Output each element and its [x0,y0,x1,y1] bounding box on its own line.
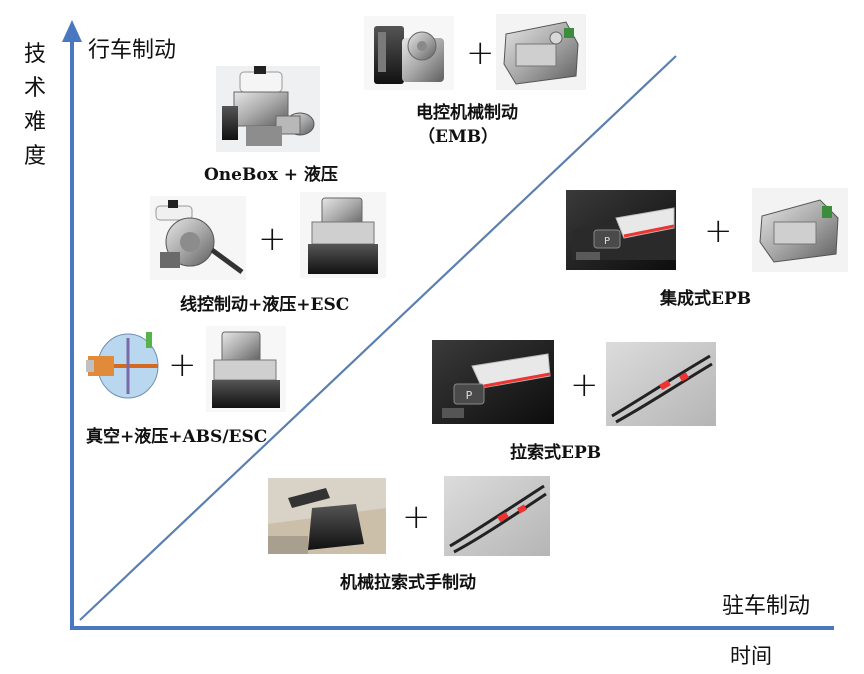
plus-sign: + [168,345,197,385]
cable-epb-label: 拉索式EPB [510,443,602,463]
onebox-unit-image [216,66,320,152]
y-axis-title: 技 术 难 度 [22,38,48,174]
emb-label-abbr: （EMB） [418,127,499,147]
plus-sign: + [258,219,287,259]
service-brake-title: 行车制动 [88,38,177,63]
mechanical-handbrake-label: 机械拉索式手制动 [340,573,476,593]
vacuum-booster-image [84,326,164,406]
brake-by-wire-label: 线控制动+液压+ESC [180,295,350,315]
booster-image [150,196,246,280]
svg-text:P: P [466,389,473,402]
integrated-epb-label: 集成式EPB [660,289,752,309]
x-axis-title: 时间 [730,644,772,668]
epb-caliper-image [752,188,848,272]
emb-caliper-image [496,14,586,90]
emb-label: 电控机械制动 [416,103,518,123]
hand-lever-image [268,478,386,554]
svg-text:P: P [604,236,610,247]
emb-motor-unit-image [364,16,454,90]
plus-sign: + [402,497,431,537]
epb-switch-image: P [566,190,676,270]
y-axis-title-char: 技 [23,42,46,67]
y-axis-title-char: 度 [23,144,46,169]
y-axis-title-char: 难 [23,110,46,135]
brake-cable-image [606,342,716,426]
cable-epb-switch-image: P [432,340,554,424]
y-axis-title-char: 术 [23,76,46,101]
plus-sign: + [704,211,733,251]
brake-cable-image-2 [444,476,550,556]
esc-module-image [300,192,386,278]
onebox-label: OneBox + 液压 [204,165,338,185]
plus-sign: + [466,33,495,73]
plus-sign: + [570,365,599,405]
vacuum-label: 真空+液压+ABS/ESC [86,427,268,447]
diagonal-divider [79,55,677,621]
esc-module-image-2 [206,326,286,412]
y-axis-arrowhead [62,20,82,42]
parking-brake-title: 驻车制动 [722,594,811,619]
